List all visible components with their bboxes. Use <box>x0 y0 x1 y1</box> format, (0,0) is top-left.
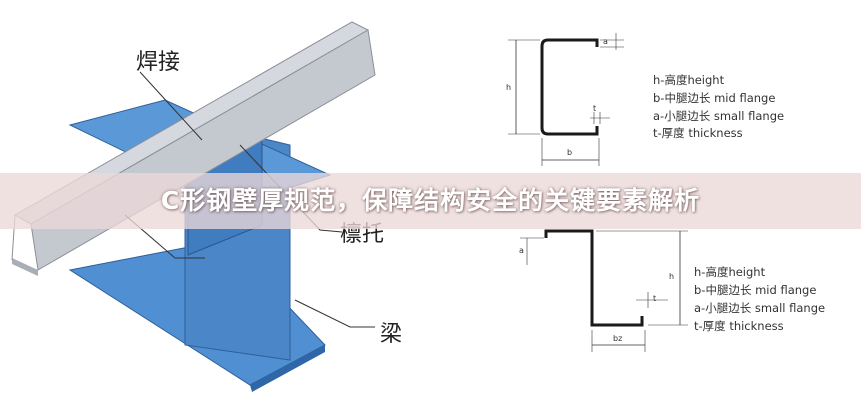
beam-leader <box>294 299 375 328</box>
legend-bottom-thickness: t-厚度 thickness <box>694 319 784 333</box>
c-section-shape-top <box>540 38 599 136</box>
legend-bottom-height: h-高度height <box>694 265 766 279</box>
dim-a-top: a <box>603 37 608 46</box>
label-weld: 焊接 <box>136 50 181 75</box>
title-banner <box>0 173 861 229</box>
dim-t-bottom: t <box>653 294 657 303</box>
dim-b-bottom: bz <box>613 334 623 343</box>
weld-leader <box>139 71 203 141</box>
legend-top-small-flange: a-小腿边长 small flange <box>653 109 785 123</box>
dim-b-top: b <box>567 148 573 157</box>
c-profile-bottom <box>520 229 688 352</box>
legend-bottom-mid-flange: b-中腿边长 mid flange <box>694 283 817 297</box>
web-leader <box>124 214 205 259</box>
legend-top-thickness: t-厚度 thickness <box>653 126 743 140</box>
beam-bottom-flange-edge <box>250 345 325 392</box>
page-title: C形钢壁厚规范，保障结构安全的关键要素解析 <box>160 186 701 215</box>
legend-top-height: h-高度height <box>653 73 725 87</box>
label-beam: 梁 <box>380 322 403 347</box>
dim-h-top: h <box>506 83 512 92</box>
legend-bottom-small-flange: a-小腿边长 small flange <box>694 301 826 315</box>
dim-a-bottom: a <box>519 246 524 255</box>
legend-top-mid-flange: b-中腿边长 mid flange <box>653 91 776 105</box>
c-section-shape-bottom <box>544 229 644 327</box>
dim-h-bottom: h <box>669 272 675 281</box>
c-purlin-lip <box>12 258 38 276</box>
dim-t-top: t <box>593 104 597 113</box>
c-profile-top <box>508 33 624 166</box>
